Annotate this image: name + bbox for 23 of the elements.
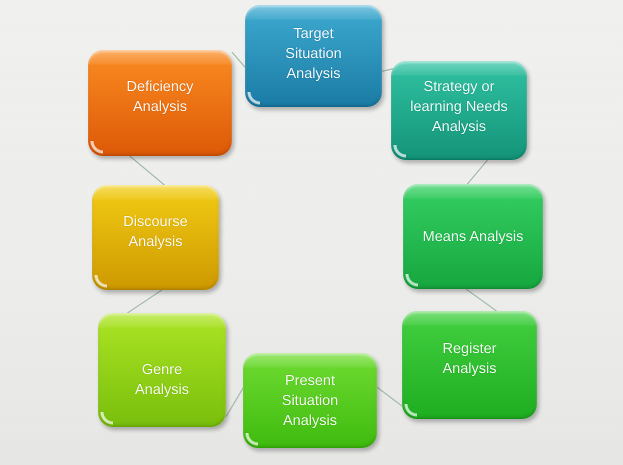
box-label: Discourse Analysis (122, 212, 189, 252)
analysis-box (391, 61, 527, 160)
box-label: Present Situation Analysis (280, 372, 340, 430)
analysis-box (92, 185, 219, 290)
connector-line (225, 388, 244, 418)
box-label: Genre Analysis (134, 361, 190, 400)
analysis-box (245, 5, 382, 107)
connector-line (466, 160, 488, 184)
connector-line (466, 288, 497, 312)
box-label: Strategy or learning Needs Analysis (409, 78, 509, 136)
connector-line (129, 156, 165, 186)
connector-line (376, 386, 402, 407)
box-label: Means Analysis (422, 228, 524, 246)
analysis-box (402, 311, 537, 419)
connector-line (232, 52, 246, 68)
box-label: Target Situation Analysis (284, 25, 343, 84)
analysis-box (98, 313, 226, 427)
analysis-box (243, 353, 377, 448)
analysis-box (403, 184, 543, 289)
analysis-box (88, 50, 232, 156)
box-label: Deficiency Analysis (126, 78, 194, 117)
box-label: Register Analysis (442, 340, 498, 379)
connector-line (127, 289, 162, 314)
